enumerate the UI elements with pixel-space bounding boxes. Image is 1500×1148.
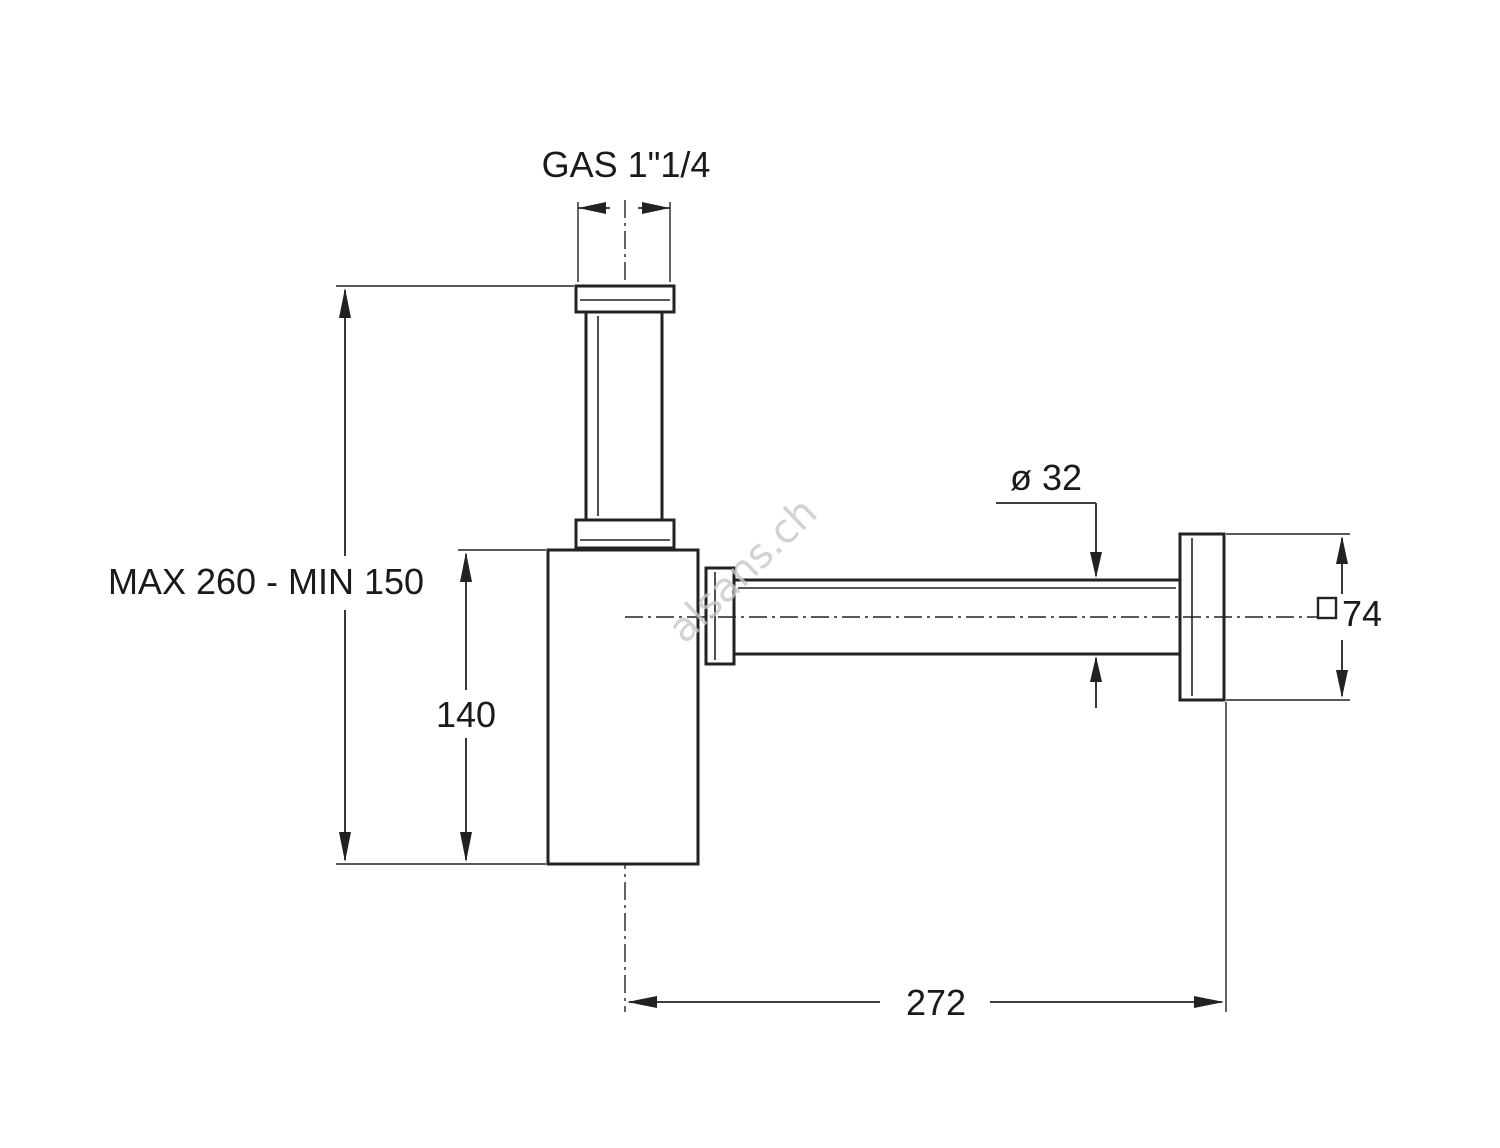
thread-label: GAS 1"1/4 bbox=[542, 144, 711, 185]
total-height-label: MAX 260 - MIN 150 bbox=[108, 561, 424, 602]
projection-label: 272 bbox=[906, 982, 966, 1023]
pipe-diameter-label: ø 32 bbox=[1010, 457, 1082, 498]
projection-dimension: 272 bbox=[627, 702, 1227, 1023]
flange-dimension: 74 bbox=[1226, 533, 1382, 701]
riser-nut bbox=[574, 518, 676, 550]
pipe-diameter-dimension: ø 32 bbox=[996, 457, 1102, 708]
thread-dimension: GAS 1"1/4 bbox=[542, 144, 711, 282]
outlet-nut bbox=[704, 566, 736, 666]
body-height-dimension: 140 bbox=[436, 549, 546, 862]
flange-size-label: 74 bbox=[1342, 593, 1382, 634]
top-nut bbox=[574, 284, 676, 314]
total-height-dimension: MAX 260 - MIN 150 bbox=[108, 285, 574, 865]
siphon-body bbox=[546, 548, 700, 866]
body-height-label: 140 bbox=[436, 694, 496, 735]
square-symbol-icon bbox=[1316, 596, 1338, 620]
riser-tube bbox=[574, 284, 676, 550]
